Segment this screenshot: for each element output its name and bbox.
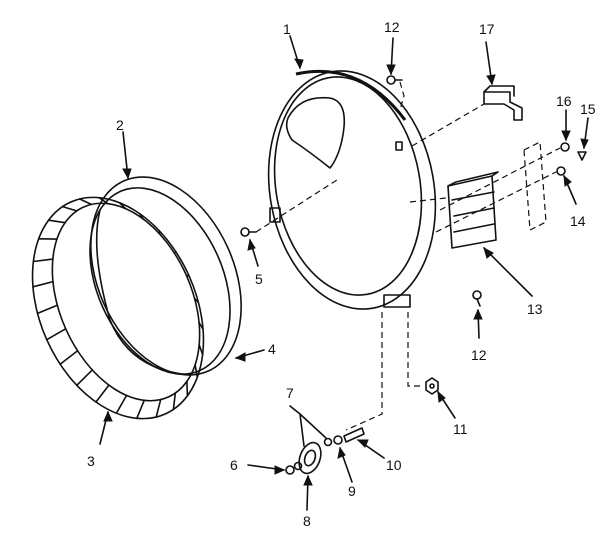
part-13-hinge [447,171,499,249]
part-9-washer [333,435,343,445]
callout-12-top: 12 [384,19,400,35]
part-12-screw-top [386,75,403,85]
part-17-bracket [483,85,523,121]
callout-2: 2 [116,117,124,133]
ring-tooth [95,384,110,403]
part-1-bulkhead [267,69,437,310]
callout-16: 16 [556,93,572,109]
callout-15: 15 [580,101,596,117]
part-2-inner-ring [89,176,242,376]
callout-10: 10 [386,457,402,473]
ring-tooth [136,399,145,420]
ring-tooth [79,198,93,206]
part-5-screw [240,227,257,237]
callout-6: 6 [230,457,238,473]
ring-tooth [59,349,79,366]
part-10-shaft [343,427,365,443]
ring-tooth [185,274,191,278]
callout-12-bottom: 12 [471,347,487,363]
ring-tooth [173,251,177,254]
ring-tooth [186,380,189,397]
callout-9: 9 [348,483,356,499]
ring-tooth [198,344,204,356]
ring-tooth [118,202,127,210]
leader-lines [99,35,589,511]
ring-tooth [47,219,66,224]
part-11-nut [425,377,439,395]
part-8-roller [298,441,322,475]
callout-11: 11 [453,421,468,437]
part-14-nut [556,166,566,176]
ring-tooth [76,369,94,387]
ring-tooth [36,304,59,315]
ring-tooth [45,327,67,341]
callout-17: 17 [479,21,495,37]
part-16-nut [560,142,570,152]
arrow-heads [103,58,589,486]
callout-5: 5 [255,271,263,287]
part-15-clip [577,151,587,161]
callout-1: 1 [283,21,291,37]
part-7-washer-right [323,437,333,447]
part-6-screw [285,465,295,475]
part-12-screw-bottom [472,290,482,307]
callout-8: 8 [303,513,311,529]
ring-tooth [193,297,200,304]
ring-tooth [198,321,204,331]
ring-tooth [98,196,109,205]
ring-tooth [172,392,177,411]
ring-tooth [32,258,54,263]
hinge-pad-outline [523,141,547,231]
ring-tooth [32,280,54,288]
callout-3: 3 [87,453,95,469]
ring-tooth [139,213,144,220]
callout-4: 4 [268,341,276,357]
ring-tooth [115,394,128,415]
callout-14: 14 [570,213,586,229]
callout-13: 13 [527,301,543,317]
callout-labels: 1 2 3 4 5 6 7 8 9 10 11 12 13 14 15 16 1… [87,19,596,529]
assembly-lines [255,81,561,431]
ring-tooth [158,229,161,235]
ring-tooth [61,205,78,212]
callout-7: 7 [286,385,294,401]
part-3-outer-ring [31,196,205,420]
ring-tooth [155,398,162,418]
